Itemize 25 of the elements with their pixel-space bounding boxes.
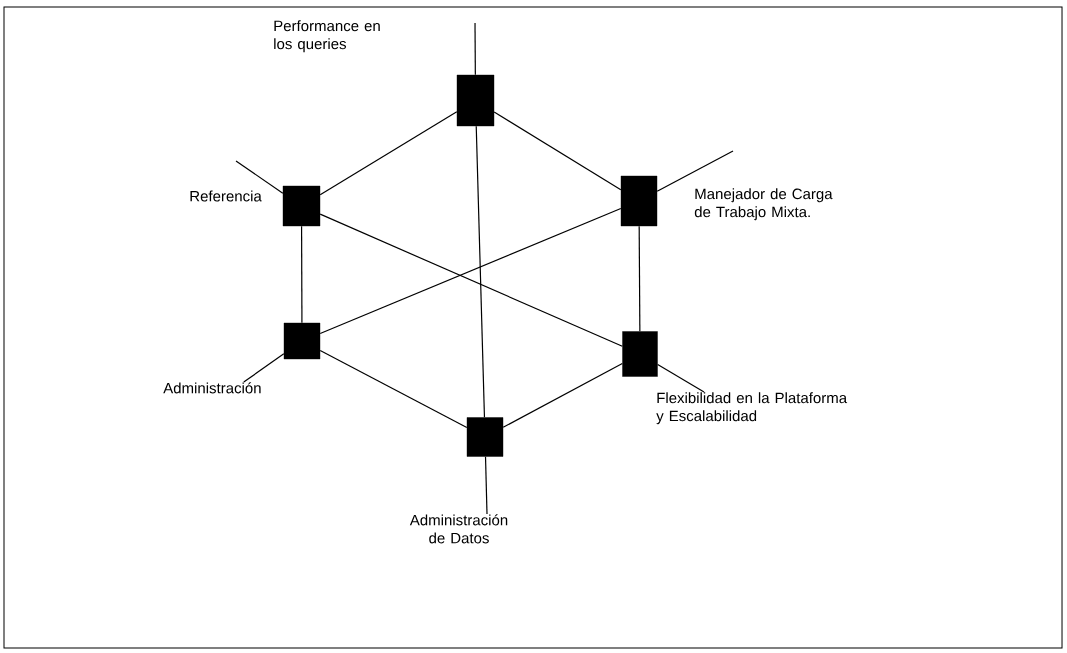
axis-label: Performance en los queries <box>274 20 380 53</box>
axis-label: Administración de Datos <box>409 514 508 544</box>
connector-line <box>475 125 486 418</box>
axis-label: Flexibilidad en la Plataforma y Escalabilidad <box>656 392 848 425</box>
spoke-line <box>474 22 476 76</box>
axis-label: Manejador de Carga de Trabajo Mixta. <box>694 188 833 221</box>
spoke-line <box>243 353 285 383</box>
axis-label: Referencia <box>190 190 262 202</box>
spoke-line <box>656 150 734 192</box>
square-node <box>283 322 321 360</box>
square-node <box>466 417 504 457</box>
square-node <box>282 185 321 227</box>
spoke-line <box>484 456 488 515</box>
connector-line <box>493 111 622 191</box>
axis-label: Administración <box>163 382 261 394</box>
square-node <box>620 175 658 227</box>
square-node <box>456 74 495 127</box>
connector-line <box>319 349 468 429</box>
spoke-line <box>657 363 705 393</box>
spoke-line <box>235 160 284 194</box>
square-node <box>622 331 658 377</box>
connector-line <box>638 225 641 332</box>
connector-line <box>319 111 458 196</box>
connector-line <box>502 362 623 428</box>
connector-line <box>300 225 303 324</box>
